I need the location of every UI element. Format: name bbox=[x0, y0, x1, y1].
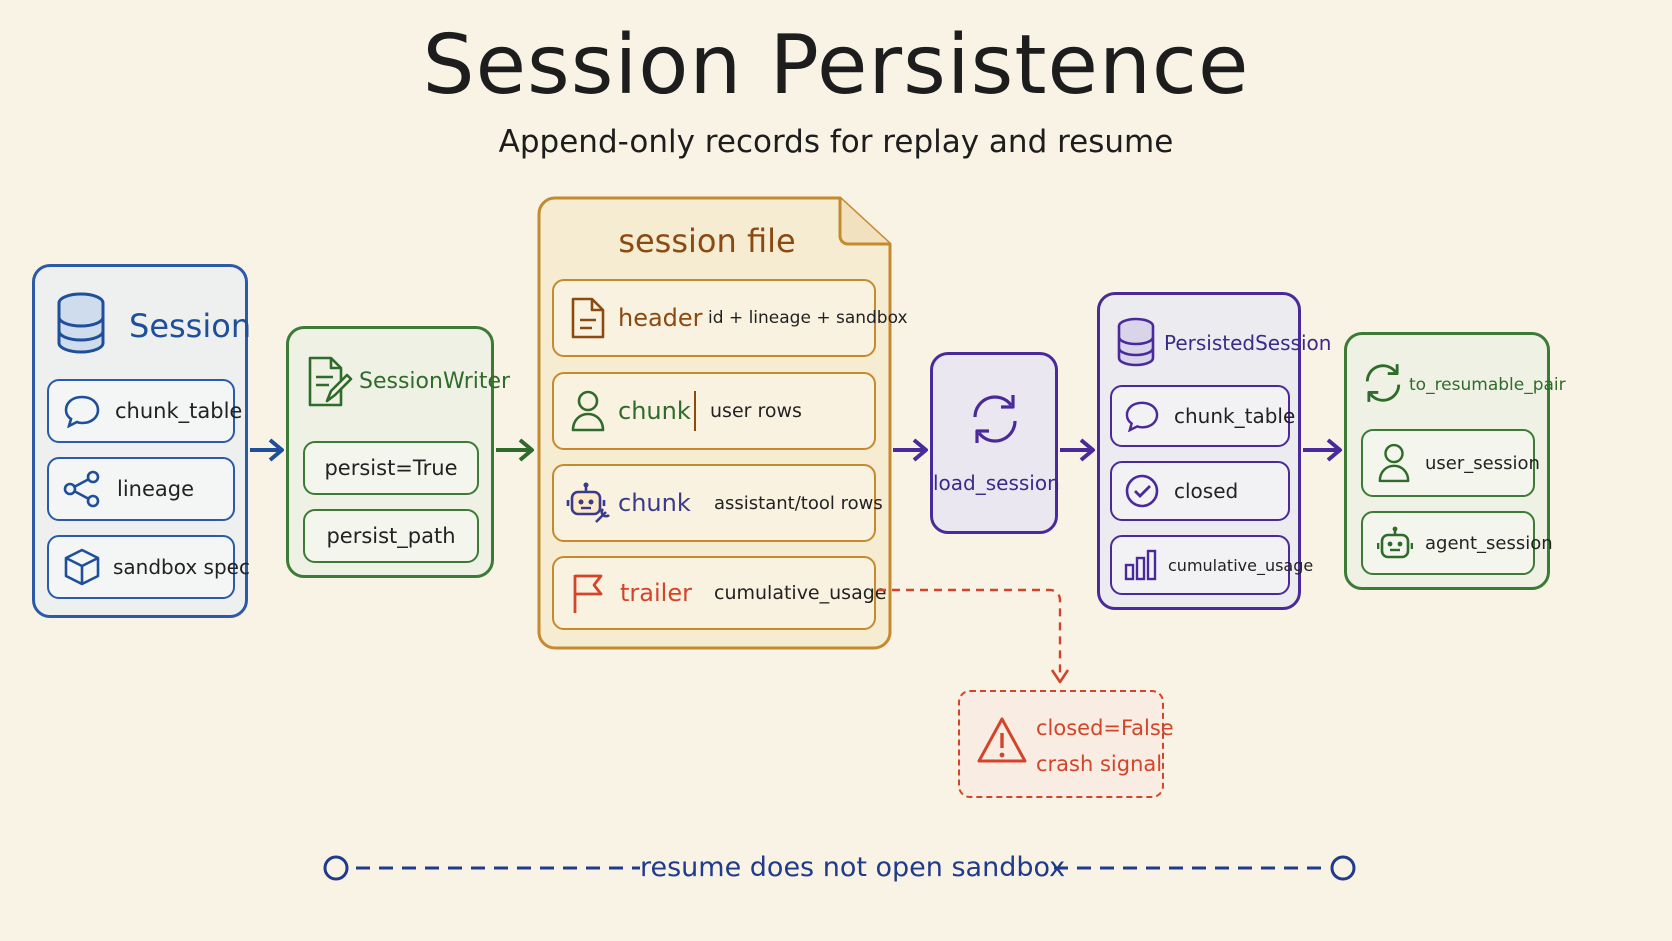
chat-bubble-icon bbox=[63, 394, 101, 428]
crash-line-1: closed=False bbox=[1036, 716, 1174, 740]
footer-note: resume does not open sandbox bbox=[640, 852, 1066, 883]
check-circle-icon bbox=[1124, 473, 1160, 509]
load-session-node: load_session bbox=[930, 352, 1060, 534]
persisted-item-label: cumulative_usage bbox=[1168, 555, 1314, 575]
file-row-header: header id + lineage + sandbox bbox=[552, 279, 908, 357]
file-row-trailer: trailer cumulative_usage bbox=[552, 556, 886, 630]
load-session-label: load_session bbox=[933, 471, 1060, 495]
session-panel: Session chunk_table lineage sandbox spec bbox=[32, 264, 252, 618]
database-icon bbox=[1116, 317, 1156, 367]
file-row-chunk-user: chunk user rows bbox=[552, 372, 876, 450]
persisted-session-panel: PersistedSession chunk_table closed cumu… bbox=[1097, 292, 1331, 610]
warning-icon bbox=[976, 716, 1028, 764]
user-icon bbox=[570, 389, 606, 433]
persisted-item-closed: closed bbox=[1110, 461, 1290, 521]
refresh-icon bbox=[967, 389, 1023, 449]
session-file-panel bbox=[537, 196, 893, 650]
resumable-item-label: user_session bbox=[1425, 452, 1540, 474]
writer-item-label: persist_path bbox=[326, 524, 456, 548]
file-row-chunk-assistant: chunk assistant/tool rows bbox=[552, 464, 883, 542]
session-item-label: sandbox spec bbox=[113, 555, 250, 579]
user-icon bbox=[1377, 442, 1411, 484]
writer-item-persist: persist=True bbox=[303, 441, 479, 495]
persisted-item-chunk-table: chunk_table bbox=[1110, 385, 1295, 447]
resumable-pair-title: to_resumable_pair bbox=[1409, 375, 1566, 395]
arrow-file-to-load bbox=[893, 438, 928, 462]
crash-line-2: crash signal bbox=[1036, 752, 1163, 776]
share-icon bbox=[63, 470, 101, 508]
file-row-label: chunk bbox=[618, 489, 691, 517]
session-item-chunk-table: chunk_table bbox=[47, 379, 242, 443]
file-row-label: trailer bbox=[620, 579, 692, 607]
file-row-label: chunk bbox=[618, 397, 691, 425]
file-row-desc: assistant/tool rows bbox=[714, 492, 883, 514]
session-item-label: chunk_table bbox=[115, 399, 243, 423]
arrow-persisted-to-resumable bbox=[1303, 438, 1342, 462]
file-row-desc: user rows bbox=[710, 400, 802, 422]
row-divider bbox=[694, 391, 696, 431]
arrow-load-to-persisted bbox=[1060, 438, 1095, 462]
session-writer-title: SessionWriter bbox=[359, 369, 511, 394]
resumable-item-user-session: user_session bbox=[1361, 429, 1540, 497]
session-item-label: lineage bbox=[117, 477, 195, 501]
session-item-lineage: lineage bbox=[47, 457, 235, 521]
footer-rule bbox=[323, 855, 1356, 881]
cube-icon bbox=[63, 547, 101, 587]
resumable-pair-panel: to_resumable_pair user_session agent_ses… bbox=[1344, 332, 1566, 590]
session-title: Session bbox=[129, 307, 252, 345]
flag-icon bbox=[570, 571, 606, 615]
writer-item-label: persist=True bbox=[324, 456, 458, 480]
arrow-session-to-writer bbox=[250, 438, 284, 462]
session-item-sandbox-spec: sandbox spec bbox=[47, 535, 250, 599]
persisted-item-cumulative-usage: cumulative_usage bbox=[1110, 535, 1313, 595]
database-icon bbox=[55, 291, 107, 355]
diagram-title: Session Persistence bbox=[422, 18, 1250, 113]
file-row-desc: cumulative_usage bbox=[714, 582, 887, 604]
crash-signal-box: closed=False crash signal bbox=[958, 690, 1174, 798]
persisted-item-label: chunk_table bbox=[1174, 404, 1296, 428]
persisted-session-title: PersistedSession bbox=[1164, 331, 1332, 355]
chat-bubble-icon bbox=[1124, 400, 1160, 432]
arrow-writer-to-file bbox=[496, 438, 534, 462]
session-file-title: session file bbox=[618, 222, 796, 260]
robot-tool-icon bbox=[566, 480, 612, 526]
resumable-item-agent-session: agent_session bbox=[1361, 511, 1553, 575]
diagram-subtitle: Append-only records for replay and resum… bbox=[498, 124, 1174, 160]
refresh-icon bbox=[1361, 359, 1405, 407]
writer-item-persist-path: persist_path bbox=[303, 509, 479, 563]
document-icon bbox=[570, 296, 606, 340]
robot-icon bbox=[1377, 525, 1413, 561]
session-writer-panel: SessionWriter persist=True persist_path bbox=[286, 326, 510, 578]
file-row-desc: id + lineage + sandbox bbox=[708, 308, 908, 328]
bar-chart-icon bbox=[1124, 549, 1158, 581]
resumable-item-label: agent_session bbox=[1425, 532, 1553, 554]
arrow-trailer-to-crash bbox=[878, 588, 1070, 684]
edit-document-icon bbox=[305, 355, 353, 409]
persisted-item-label: closed bbox=[1174, 479, 1239, 503]
